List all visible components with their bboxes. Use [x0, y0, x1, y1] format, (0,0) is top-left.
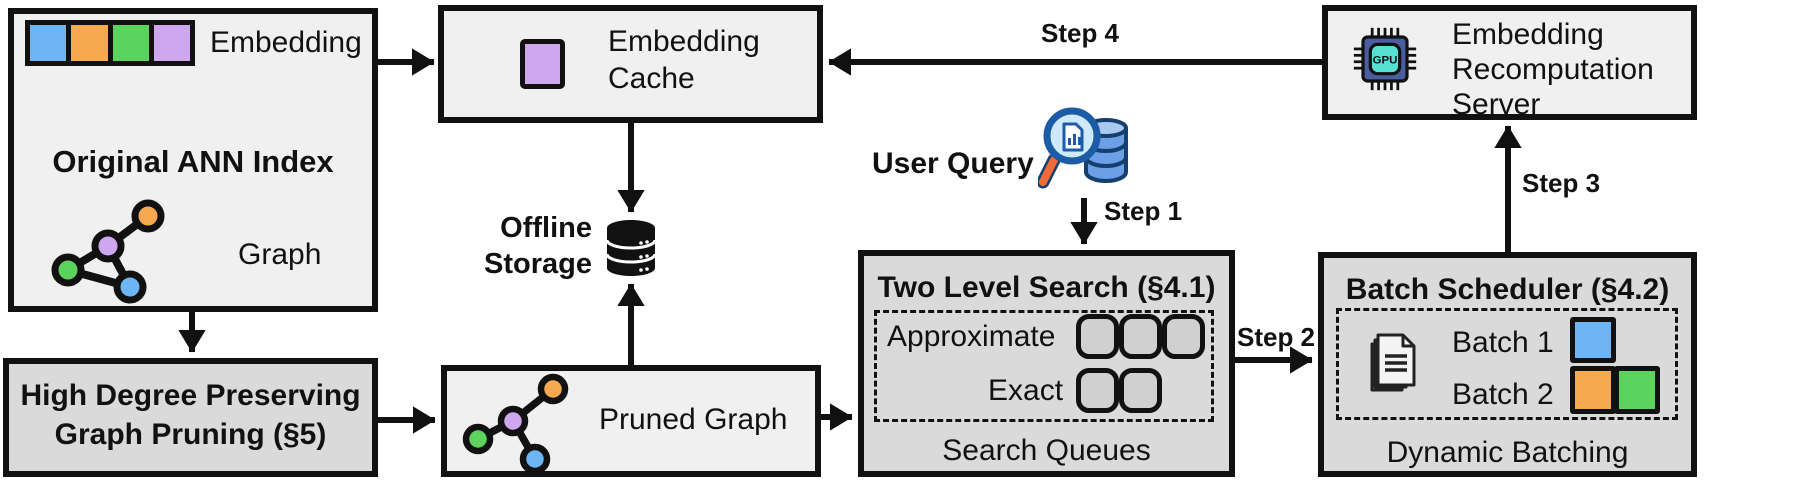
embedding-cell-purple [153, 25, 190, 61]
user-query-label: User Query [872, 147, 1034, 180]
graph-pruning-box: High Degree Preserving Graph Pruning (§5… [3, 358, 378, 477]
gpu-icon-label: GPU [1373, 55, 1398, 67]
two-level-search-box: Two Level Search (§4.1) Approximate Exac… [858, 250, 1235, 477]
pruning-title-line1: High Degree Preserving [20, 379, 361, 412]
step1-label: Step 1 [1104, 196, 1183, 226]
ann-index-title: Original ANN Index [52, 144, 334, 179]
search-queues-label: Search Queues [942, 434, 1151, 467]
batch2-block-orange [1570, 366, 1616, 414]
batch1-label: Batch 1 [1452, 326, 1554, 359]
batch2-label: Batch 2 [1452, 378, 1554, 411]
embedding-vector-icon [25, 20, 195, 66]
step3-label: Step 3 [1522, 168, 1601, 198]
exact-queue [1076, 368, 1162, 413]
step4-label: Step 4 [1040, 18, 1120, 48]
storage-label-line1: Offline [500, 212, 592, 244]
batch-scheduler-box: Batch Scheduler (§4.2) Batch 1 Batch 2 D… [1318, 252, 1697, 477]
queue-slot [1076, 314, 1119, 359]
query-magnifier-icon [1038, 107, 1128, 189]
batch1-block-blue [1570, 317, 1616, 363]
magnifier-handle [1039, 156, 1058, 186]
gpu-icon: GPU [1353, 27, 1417, 91]
server-label-line3: Server [1452, 88, 1541, 121]
cached-embedding-icon [520, 39, 565, 89]
queue-slot [1119, 368, 1162, 413]
recomputation-server-box: GPU Embedding Recomputation Server [1322, 5, 1697, 121]
dynamic-batching-label: Dynamic Batching [1386, 436, 1629, 469]
queue-slot [1119, 314, 1162, 359]
embedding-cell-blue [30, 25, 67, 61]
approximate-queue [1076, 314, 1205, 359]
cache-label-line1: Embedding [608, 25, 760, 58]
queue-slot [1162, 314, 1205, 359]
queue-slot [1076, 368, 1119, 413]
two-level-search-title: Two Level Search (§4.1) [877, 271, 1216, 304]
graph-label: Graph [238, 238, 322, 271]
graph-icon [51, 199, 165, 304]
embedding-label: Embedding [210, 26, 362, 59]
storage-label-line2: Storage [484, 248, 592, 280]
batch2-block-green [1614, 366, 1660, 414]
database-icon [605, 220, 657, 276]
server-label-line2: Recomputation [1452, 53, 1654, 86]
embedding-cell-green [112, 25, 149, 61]
embedding-cell-orange [71, 25, 108, 61]
pruned-graph-box: Pruned Graph [441, 365, 821, 477]
pruning-title-line2: Graph Pruning (§5) [54, 418, 327, 451]
cache-label-line2: Cache [608, 62, 695, 95]
approximate-label: Approximate [887, 320, 1056, 353]
exact-label: Exact [988, 374, 1064, 407]
original-ann-index-box: Embedding Original ANN Index Graph [8, 8, 378, 312]
step2-label: Step 2 [1236, 322, 1316, 352]
batch-scheduler-title: Batch Scheduler (§4.2) [1345, 273, 1670, 306]
dynamic-batching-region [1336, 308, 1678, 420]
server-label-line1: Embedding [1452, 18, 1604, 51]
embedding-cache-box: Embedding Cache [438, 5, 823, 123]
pruned-graph-label: Pruned Graph [599, 403, 788, 436]
pruned-graph-icon [462, 373, 569, 471]
documents-icon [1370, 333, 1416, 392]
search-queues-region [874, 310, 1214, 422]
